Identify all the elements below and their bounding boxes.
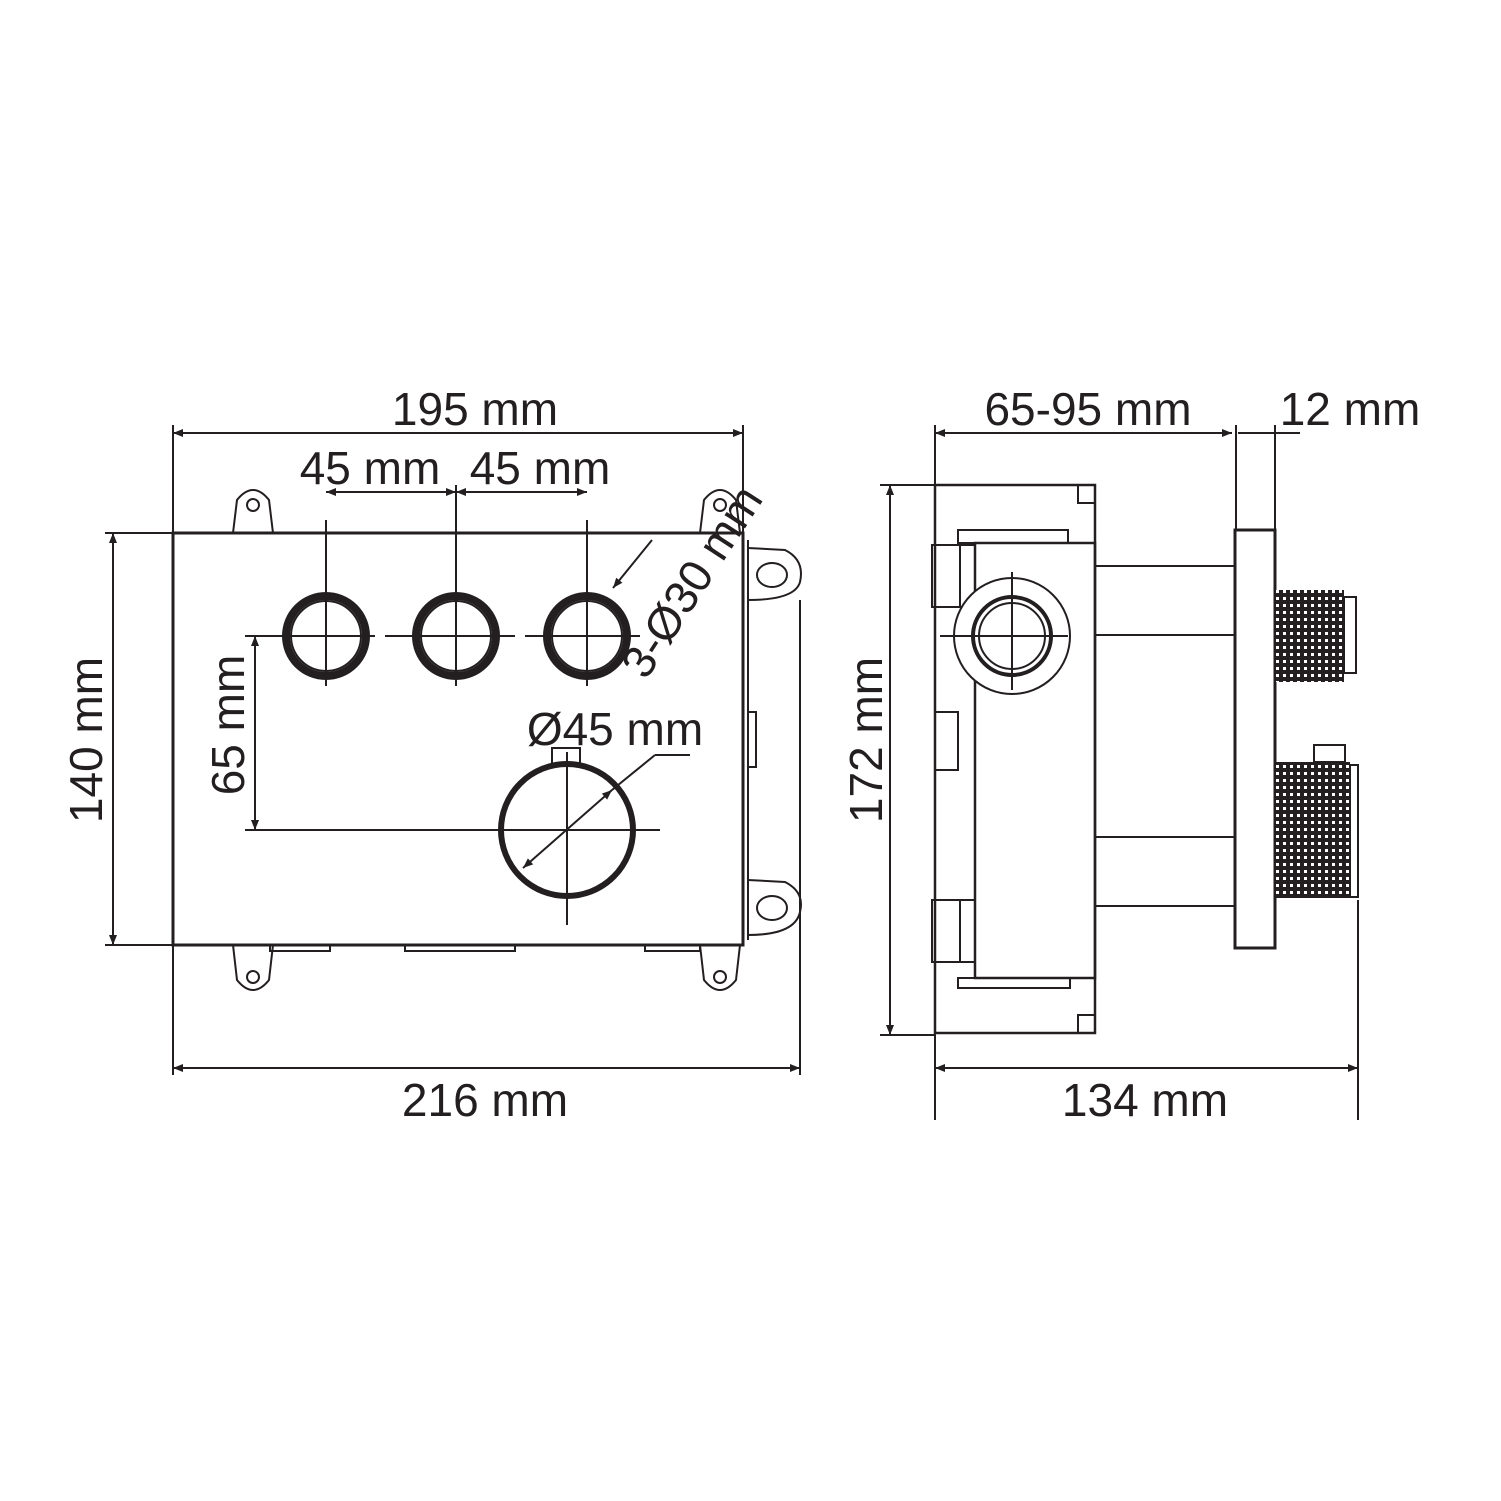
knurled-handle	[1276, 762, 1350, 898]
dim-height: 140 mm	[60, 657, 112, 823]
dim-overall-depth: 134 mm	[1062, 1074, 1228, 1126]
mounting-tab	[699, 944, 741, 991]
knurled-handle	[1276, 590, 1344, 682]
dim-side-height: 172 mm	[840, 657, 892, 823]
dim-depth: 65-95 mm	[984, 383, 1191, 435]
mounting-tab	[699, 489, 741, 534]
dim-plate-thickness: 12 mm	[1280, 383, 1421, 435]
dim-spacing-right: 45 mm	[470, 442, 611, 494]
mounting-ear	[747, 547, 802, 601]
mounting-ear	[747, 879, 802, 936]
mounting-tab	[232, 944, 274, 991]
dim-knob-diameter: Ø45 mm	[527, 703, 703, 755]
dim-spacing-left: 45 mm	[300, 442, 441, 494]
mounting-tab	[232, 489, 274, 534]
front-view: 195 mm 45 mm 45 mm 140 mm 65 mm Ø45 mm 3…	[60, 383, 802, 1126]
cover-plate	[1233, 528, 1277, 950]
dim-offset: 65 mm	[202, 655, 254, 796]
side-view: 65-95 mm 12 mm 172 mm 134 mm	[840, 383, 1420, 1126]
dim-overall-width: 216 mm	[402, 1074, 568, 1126]
dim-width: 195 mm	[392, 383, 558, 435]
